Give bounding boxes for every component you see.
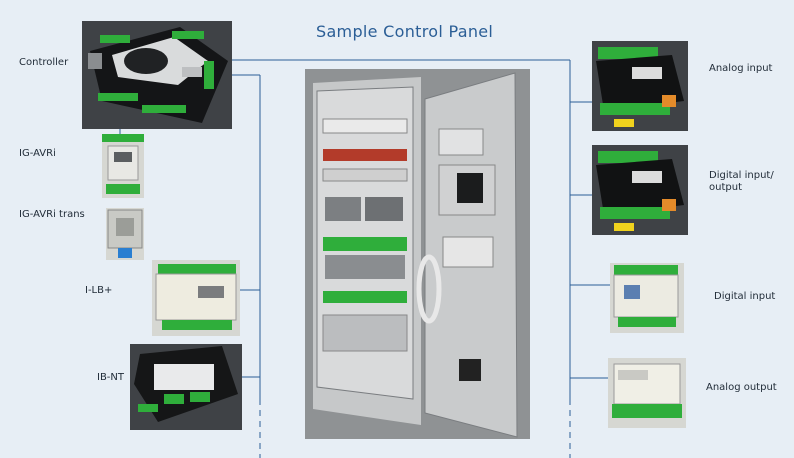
ig-avri-module bbox=[102, 134, 144, 198]
ib-nt-icon bbox=[134, 346, 238, 422]
label-controller: Controller bbox=[19, 57, 69, 68]
digital-io-icon bbox=[596, 151, 684, 231]
control-cabinet-icon bbox=[305, 69, 530, 439]
label-ib-nt: IB-NT bbox=[97, 372, 125, 383]
digital-input-module bbox=[610, 263, 684, 333]
analog-input-icon bbox=[596, 47, 684, 127]
digital-input-icon bbox=[613, 265, 679, 327]
analog-output-icon bbox=[612, 363, 682, 418]
i-lb-module bbox=[152, 260, 240, 336]
label-digital-input: Digital input bbox=[714, 291, 776, 302]
control-cabinet bbox=[305, 69, 530, 439]
ib-nt-module bbox=[130, 344, 242, 430]
ig-avri-icon bbox=[102, 134, 144, 194]
analog-output-module bbox=[608, 358, 686, 428]
label-i-lb: I-LB+ bbox=[85, 285, 113, 296]
label-ig-avri-trans: IG-AVRi trans bbox=[19, 209, 85, 220]
i-lb-icon bbox=[155, 264, 237, 330]
ig-avri-trans-module bbox=[106, 208, 144, 260]
analog-input-module bbox=[592, 41, 688, 131]
diagram-title: Sample Control Panel bbox=[316, 22, 494, 41]
label-analog-output: Analog output bbox=[706, 382, 777, 393]
controller-device bbox=[82, 21, 232, 129]
label-ig-avri: IG-AVRi bbox=[19, 148, 56, 159]
ig-avri-trans-icon bbox=[107, 209, 143, 258]
digital-io-module bbox=[592, 145, 688, 235]
label-digital-io: Digital input/ output bbox=[709, 170, 774, 193]
label-analog-input: Analog input bbox=[709, 63, 773, 74]
controller-icon bbox=[88, 27, 228, 123]
